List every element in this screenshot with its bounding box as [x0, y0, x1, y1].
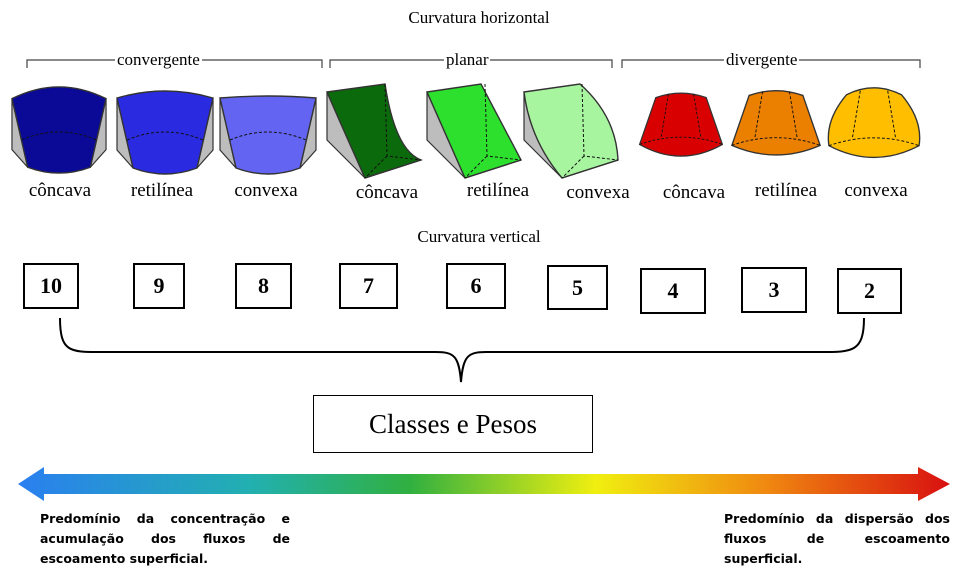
shape-label-1: côncava — [28, 180, 92, 201]
weight-box-1: 10 — [23, 263, 79, 309]
divergent-concave-icon — [638, 92, 724, 157]
shapes-row — [0, 80, 958, 180]
weight-box-6: 5 — [547, 265, 608, 310]
planar-rectilinear-icon — [425, 83, 523, 179]
vertical-curvature-title: Curvatura vertical — [417, 227, 541, 246]
weight-box-5: 6 — [446, 263, 506, 309]
convergent-convex-icon — [219, 95, 317, 175]
convergent-rectilinear-icon — [116, 90, 214, 175]
weight-box-8: 3 — [741, 267, 807, 313]
group-label-divergente: divergente — [724, 50, 800, 70]
concentration-note: Predomínio da concentração e acumulação … — [40, 511, 290, 566]
shape-label-7: côncava — [662, 182, 726, 203]
weight-box-9: 2 — [837, 268, 902, 314]
horizontal-curvature-title: Curvatura horizontal — [408, 8, 550, 27]
weight-box-4: 7 — [339, 263, 398, 309]
group-label-convergente: convergente — [115, 50, 202, 70]
shape-label-9: convexa — [844, 180, 908, 201]
dispersion-note: Predomínio da dispersão dos fluxos de es… — [724, 511, 950, 566]
planar-concave-icon — [325, 83, 424, 179]
group-label-planar: planar — [444, 50, 491, 70]
weight-box-7: 4 — [640, 268, 706, 314]
shape-label-6: convexa — [566, 182, 630, 203]
weight-box-3: 8 — [235, 263, 292, 309]
shape-label-5: retilínea — [466, 180, 530, 201]
convergent-concave-icon — [11, 86, 107, 174]
divergent-rectilinear-icon — [731, 89, 821, 156]
shape-label-3: convexa — [234, 180, 298, 201]
shape-label-2: retilínea — [130, 180, 194, 201]
curly-brace — [59, 317, 865, 383]
weight-box-2: 9 — [133, 263, 185, 309]
planar-convex-icon — [523, 83, 619, 179]
divergent-convex-icon — [827, 87, 921, 159]
gradient-arrow — [18, 467, 950, 501]
classes-and-weights-box: Classes e Pesos — [313, 395, 593, 453]
shape-label-4: côncava — [355, 182, 419, 203]
shape-label-8: retilínea — [754, 180, 818, 201]
